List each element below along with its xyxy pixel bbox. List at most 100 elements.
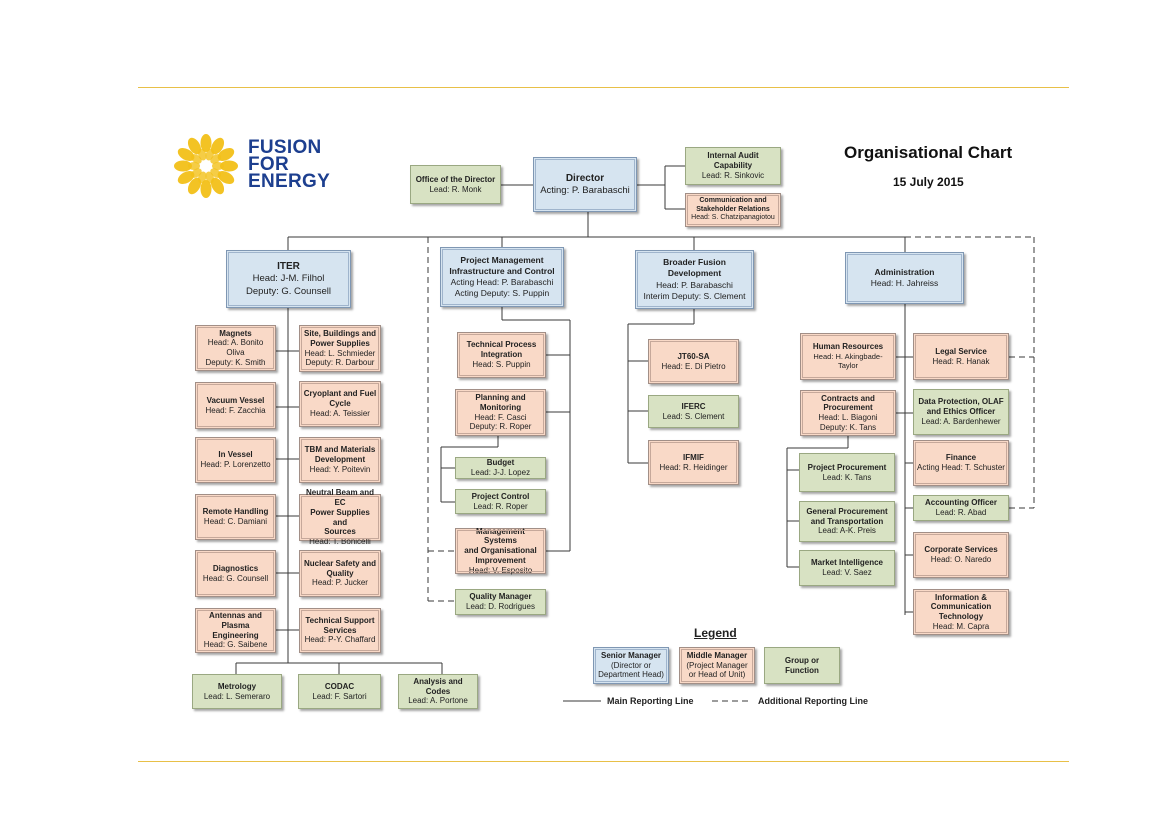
planning-monitoring-box: Planning and Monitoring Head: F. Casci D…	[455, 389, 546, 436]
node-line: Lead: A. Portone	[408, 696, 468, 706]
node-line: Head: P. Barabaschi	[656, 279, 733, 290]
legend-middle-manager: Middle Manager (Project Manager or Head …	[679, 647, 755, 684]
logo-petal	[200, 134, 212, 152]
node-title: Office of the Director	[415, 174, 496, 184]
node-title: Site, Buildings and	[303, 329, 376, 338]
node-line: Acting Head: T. Schuster	[917, 463, 1005, 472]
human-resources-box: Human Resources Head: H. Akingbade-Taylo…	[800, 333, 896, 380]
logo-petal	[212, 162, 224, 170]
codac-group-box: CODAC Lead: F. Sartori	[298, 674, 381, 709]
office-of-the-director-box: Office of the Director Lead: R. Monk	[410, 165, 501, 204]
node-title: Integration	[480, 350, 523, 360]
node-title: Planning and	[475, 393, 526, 402]
pmic-department-box: Project Management Infrastructure and Co…	[440, 247, 564, 307]
logo-word: ENERGY	[248, 171, 331, 192]
node-line: Head: V. Esposito	[468, 565, 533, 575]
node-line: Lead: R. Monk	[429, 184, 482, 194]
logo-word: FOR	[248, 154, 290, 175]
node-line: Interim Deputy: S. Clement	[643, 290, 746, 301]
node-title: In Vessel	[218, 450, 253, 460]
node-line: Lead: R. Abad	[935, 508, 987, 517]
node-line: Head: Y. Poitevin	[309, 464, 371, 474]
logo-petal	[217, 147, 235, 162]
legend-main-line-label: Main Reporting Line	[607, 696, 694, 706]
node-title: Power Supplies	[310, 338, 370, 348]
node-title: Project Procurement	[807, 462, 887, 472]
site-buildings-unit-box: Site, Buildings and Power Supplies Head:…	[299, 325, 381, 372]
metrology-group-box: Metrology Lead: L. Semeraro	[192, 674, 282, 709]
legend-line: Middle Manager	[686, 650, 748, 660]
node-line: Head: L. Schmieder	[304, 348, 376, 358]
node-line: Head: F. Zacchia	[205, 405, 266, 415]
legal-service-box: Legal Service Head: R. Hanak	[913, 333, 1009, 380]
node-title: Communication and	[699, 197, 767, 205]
legend-title: Legend	[694, 626, 737, 640]
node-title: Vacuum Vessel	[206, 395, 265, 405]
in-vessel-unit-box: In Vessel Head: P. Lorenzetto	[195, 437, 276, 483]
node-title: Market Intelligence	[810, 558, 884, 568]
node-title: IFMIF	[683, 452, 704, 462]
logo-petal	[187, 137, 202, 155]
accounting-officer-group-box: Accounting Officer Lead: R. Abad	[913, 495, 1009, 521]
node-title: Finance	[945, 453, 977, 463]
finance-box: Finance Acting Head: T. Schuster	[913, 440, 1009, 486]
quality-manager-group-box: Quality Manager Lead: D. Rodrigues	[455, 589, 546, 615]
node-title: Management Systems	[476, 526, 525, 546]
node-title: Broader Fusion	[663, 257, 726, 268]
node-title: Procurement	[823, 403, 873, 413]
iter-department-box: ITER Head: J-M. Filhol Deputy: G. Counse…	[226, 250, 351, 308]
logo-petal	[210, 154, 222, 164]
legend-line: Department Head)	[598, 670, 664, 680]
legend-additional-line-label: Additional Reporting Line	[758, 696, 868, 706]
node-title: Director	[565, 172, 605, 184]
logo-petal	[198, 148, 207, 161]
node-title: Legal Service	[935, 346, 987, 356]
logo-petal	[217, 170, 235, 185]
project-procurement-group-box: Project Procurement Lead: K. Tans	[799, 453, 895, 492]
technical-process-integration-box: Technical Process Integration Head: S. P…	[457, 332, 546, 378]
logo-petal	[174, 160, 192, 172]
market-intelligence-group-box: Market Intelligence Lead: V. Saez	[799, 550, 895, 586]
node-line: Deputy: G. Counsell	[245, 285, 331, 297]
fusion-for-energy-logo-icon	[174, 134, 238, 198]
node-line: Head: R. Hanak	[932, 356, 990, 366]
internal-audit-box: Internal Audit Capability Lead: R. Sinko…	[685, 147, 781, 185]
magnets-unit-box: Magnets Head: A. Bonito Oliva Deputy: K.…	[195, 325, 276, 371]
analysis-codes-group-box: Analysis and Codes Lead: A. Portone	[398, 674, 478, 709]
node-line: Head: G. Saibene	[203, 640, 268, 650]
node-title: Technical Process	[466, 340, 537, 350]
node-title: Analysis and Codes	[413, 676, 463, 696]
node-title: Information &	[935, 592, 987, 602]
node-line: Head: T. Bonicelli	[309, 537, 371, 546]
remote-handling-unit-box: Remote Handling Head: C. Damiani	[195, 494, 276, 540]
node-title: Improvement	[475, 555, 526, 565]
director-box: Director Acting: P. Barabaschi	[533, 157, 637, 212]
node-title: Antennas and Plasma	[209, 611, 262, 630]
node-title: Stakeholder Relations	[696, 205, 770, 213]
ifmif-box: IFMIF Head: R. Heidinger	[648, 440, 739, 485]
node-title: and Organisational	[464, 546, 537, 556]
node-title: Data Protection, OLAF	[918, 397, 1004, 407]
node-line: Head: L. Biagoni	[818, 413, 878, 422]
top-rule	[138, 87, 1069, 88]
legend-line: or Head of Unit)	[688, 670, 746, 680]
node-title: CODAC	[324, 681, 355, 691]
node-title: Magnets	[219, 328, 252, 338]
node-line: Lead: R. Roper	[473, 501, 528, 511]
node-title: Engineering	[212, 630, 259, 640]
neutral-beam-unit-box: Neutral Beam and EC Power Supplies and S…	[299, 488, 381, 546]
node-line: Lead: K. Tans	[822, 472, 872, 482]
iferc-group-box: IFERC Lead: S. Clement	[648, 395, 739, 428]
legend-line: Function	[785, 665, 819, 675]
node-title: Sources	[324, 527, 356, 537]
node-line: Head: G. Counsell	[202, 573, 269, 583]
bottom-rule	[138, 761, 1069, 762]
node-line: Head: E. Di Pietro	[661, 361, 726, 371]
node-title: Communication	[930, 602, 992, 612]
node-line: Head: S. Chatzipanagiotou	[691, 214, 775, 222]
logo-petal	[220, 160, 238, 172]
data-protection-group-box: Data Protection, OLAF and Ethics Officer…	[913, 389, 1009, 435]
node-line: Deputy: K. Smith	[205, 357, 266, 367]
legend-line: Senior Manager	[600, 651, 661, 661]
